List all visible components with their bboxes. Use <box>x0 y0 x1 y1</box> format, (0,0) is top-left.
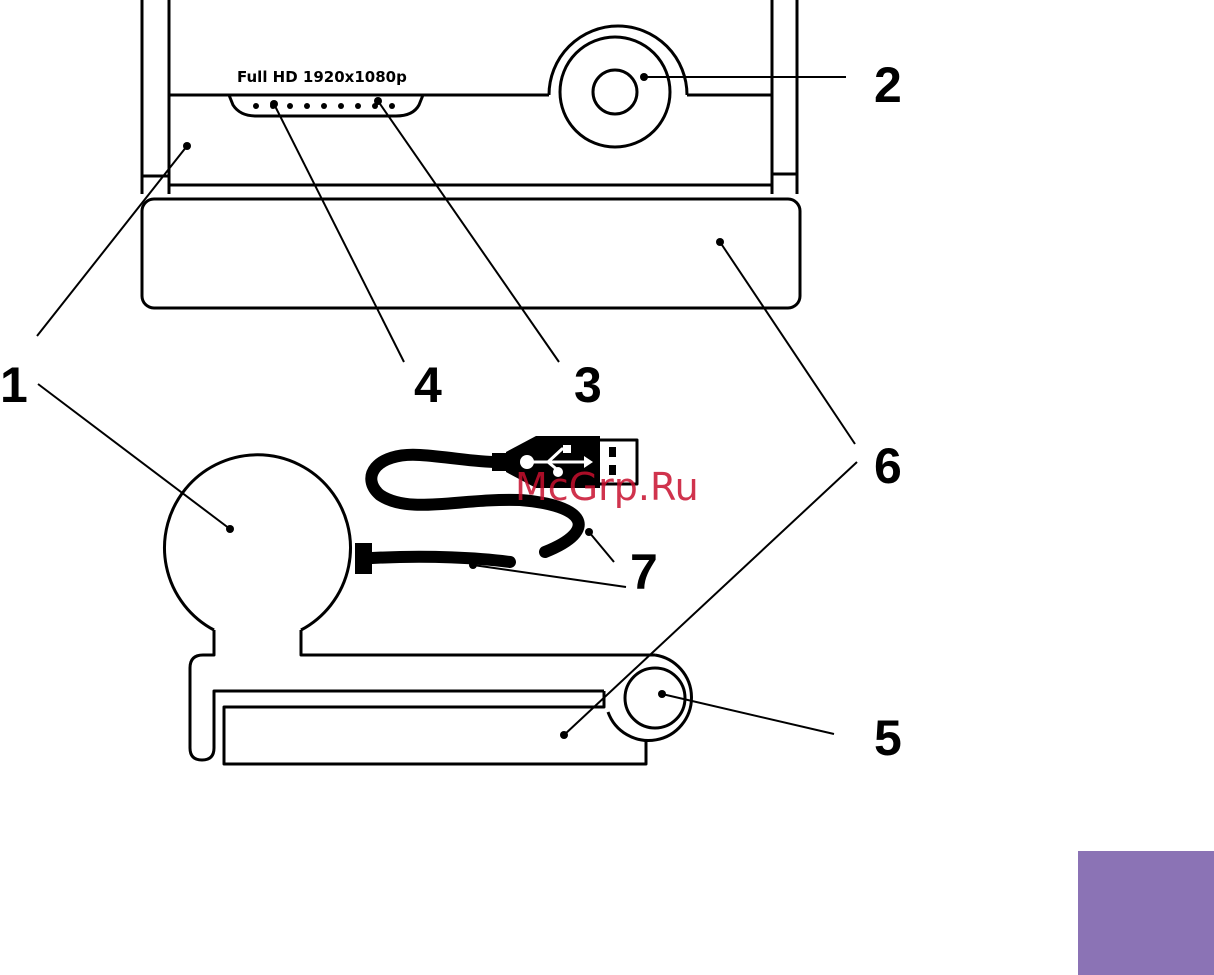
watermark: McGrp.Ru <box>515 465 699 509</box>
stand-base-front <box>142 199 800 308</box>
usb-cable <box>372 557 510 562</box>
front-view: Full HD 1920x1080p <box>142 0 800 308</box>
resolution-label: Full HD 1920x1080p <box>237 68 407 86</box>
lens-icon <box>593 70 637 114</box>
usb-contact-1 <box>609 447 616 457</box>
camera-neck <box>190 630 655 760</box>
right-side-bracket <box>772 0 797 194</box>
callout-5: 5 <box>874 710 902 766</box>
callout-lines <box>37 73 857 739</box>
camera-body-outline <box>169 95 772 185</box>
callout-7: 7 <box>630 544 658 600</box>
callout-numbers: 1 2 3 4 5 6 7 <box>0 57 902 766</box>
callout-6: 6 <box>874 438 902 494</box>
corner-tab <box>1078 851 1214 975</box>
callout-2: 2 <box>874 57 902 113</box>
callout-4: 4 <box>414 357 442 413</box>
callout-3: 3 <box>574 357 602 413</box>
lens-ring <box>560 37 670 147</box>
camera-head-side <box>165 455 351 630</box>
clip-base-side <box>224 691 646 764</box>
left-side-bracket <box>142 0 169 194</box>
callout-1: 1 <box>0 357 28 413</box>
